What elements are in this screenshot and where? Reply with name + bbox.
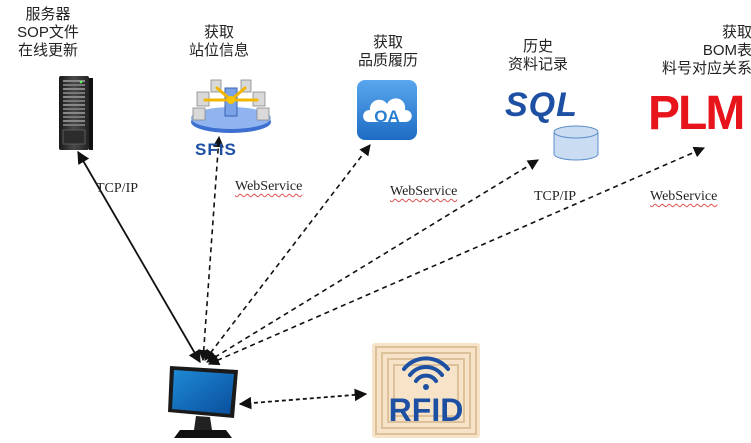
oa-logo-text: OA [374, 107, 400, 126]
network-hub-icon [191, 79, 271, 133]
oa-label: 获取 品质履历 [357, 34, 418, 69]
link-oa [204, 144, 371, 361]
link-server [77, 150, 201, 364]
link-rfid [238, 388, 368, 410]
link-sfis [198, 135, 224, 362]
protocol-label-plm: WebService [650, 189, 718, 204]
plm-logo-text: PLM [648, 87, 745, 140]
protocol-label-sfis: WebService [235, 179, 303, 194]
rfid-tag-icon [375, 346, 477, 435]
link-plm [207, 146, 706, 366]
protocol-label-server: TCP/IP [96, 181, 139, 196]
monitor-icon [168, 366, 238, 438]
protocol-label-oa: WebService [390, 184, 458, 199]
sfis-logo-text: SFIS [195, 140, 237, 159]
rfid-logo-text: RFID [388, 392, 464, 428]
sql-label: 历史 资料记录 [507, 38, 568, 73]
sfis-label: 获取 站位信息 [188, 24, 249, 59]
database-icon [553, 125, 599, 161]
plm-label: 获取 BOM表 料号对应关系 [661, 24, 751, 77]
rfid-tag: RFID [372, 343, 480, 438]
sql-logo-text: SQL [505, 86, 578, 124]
protocol-label-sql: TCP/IP [534, 189, 577, 204]
server-tower-icon [59, 76, 93, 150]
oa-app-tile: OA [357, 80, 417, 140]
cloud-icon [363, 98, 412, 122]
server-label: 服务器 SOP文件 在线更新 [17, 6, 79, 59]
